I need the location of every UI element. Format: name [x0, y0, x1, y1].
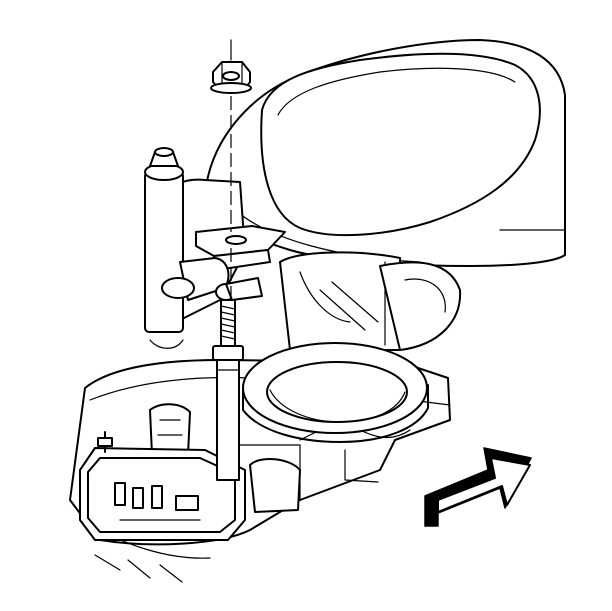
stud-icon: [212, 299, 244, 481]
electrical-connector: [79, 447, 246, 541]
nut-icon: [210, 61, 252, 94]
intake-opening: [242, 342, 429, 443]
support-post: [144, 147, 184, 349]
ground-stud: [97, 431, 113, 453]
mounting-bracket: [161, 225, 286, 301]
intake-plenum: [204, 39, 566, 267]
view-arrow-icon: [424, 447, 532, 527]
